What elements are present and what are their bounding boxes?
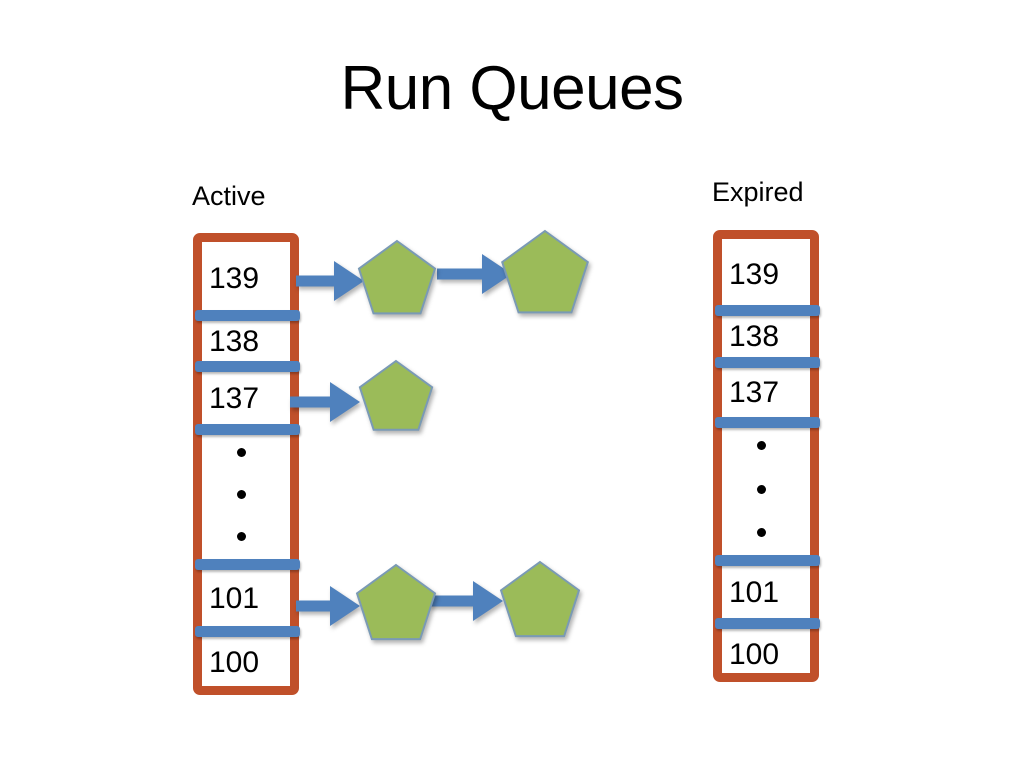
vertical-ellipsis-icon: [202, 448, 290, 541]
priority-level-label: 137: [209, 381, 260, 415]
queue-row-separator: [715, 417, 820, 428]
queue-link-arrow-icon: [296, 586, 360, 626]
queue-row-separator: [715, 555, 820, 566]
ellipsis-dot: [237, 532, 246, 541]
task-chain-101: [296, 560, 581, 641]
active-queue-label: Active: [192, 181, 266, 211]
priority-level-label: 139: [209, 262, 260, 295]
queue-row-separator: [715, 357, 820, 368]
task-chain-139: [296, 229, 589, 315]
queue-row-separator: [195, 361, 300, 372]
queue-row-separator: [195, 424, 300, 435]
queue-row[interactable]: 139: [202, 242, 290, 316]
queue-row-separator: [715, 618, 820, 629]
queue-row-ellipsis[interactable]: [722, 423, 810, 561]
page-title: Run Queues: [340, 54, 684, 123]
vertical-ellipsis-icon: [722, 441, 810, 537]
queue-row-separator: [195, 310, 300, 321]
priority-level-label: 137: [729, 376, 780, 409]
task-pentagon-icon: [501, 229, 589, 314]
queue-row[interactable]: 137: [722, 363, 810, 423]
task-chain-137: [290, 359, 434, 431]
priority-level-label: 101: [729, 575, 780, 609]
task-pentagon-icon: [499, 560, 581, 638]
queue-link-arrow-icon: [290, 382, 360, 422]
queue-row[interactable]: 137: [202, 367, 290, 430]
queue-row[interactable]: 100: [722, 624, 810, 686]
priority-level-label: 138: [729, 320, 780, 353]
priority-level-label: 138: [209, 324, 260, 358]
queue-row[interactable]: 100: [202, 632, 290, 694]
ellipsis-dot: [757, 484, 766, 494]
queue-row[interactable]: 101: [202, 565, 290, 632]
ellipsis-dot: [237, 490, 246, 499]
priority-level-label: 101: [209, 581, 260, 615]
queue-link-arrow-icon: [437, 254, 512, 294]
queue-row-separator: [195, 559, 300, 570]
ellipsis-dot: [757, 441, 766, 450]
queue-row-separator: [715, 305, 820, 316]
priority-level-label: 100: [209, 646, 260, 679]
queue-row-separator: [195, 626, 300, 637]
expired-queue-rows: 139 138 137 101 100: [715, 239, 820, 673]
expired-queue-label: Expired: [712, 177, 804, 207]
queue-row-ellipsis[interactable]: [202, 430, 290, 565]
queue-row[interactable]: 139: [722, 239, 810, 311]
active-run-queue[interactable]: 139 138 137 101 100: [193, 233, 300, 695]
task-pentagon-icon: [357, 239, 437, 315]
active-queue-rows: 139 138 137 101 100: [195, 242, 300, 686]
queue-row[interactable]: 138: [722, 311, 810, 363]
task-pentagon-icon: [355, 563, 437, 641]
ellipsis-dot: [237, 448, 246, 457]
expired-run-queue[interactable]: 139 138 137 101 100: [713, 230, 820, 682]
ellipsis-dot: [757, 528, 766, 537]
queue-link-arrow-icon: [429, 581, 503, 621]
queue-row[interactable]: 138: [202, 316, 290, 367]
queue-link-arrow-icon: [296, 261, 364, 301]
queue-row[interactable]: 101: [722, 561, 810, 624]
task-pentagon-icon: [358, 359, 434, 431]
priority-level-label: 100: [729, 638, 780, 671]
priority-level-label: 139: [729, 258, 780, 291]
